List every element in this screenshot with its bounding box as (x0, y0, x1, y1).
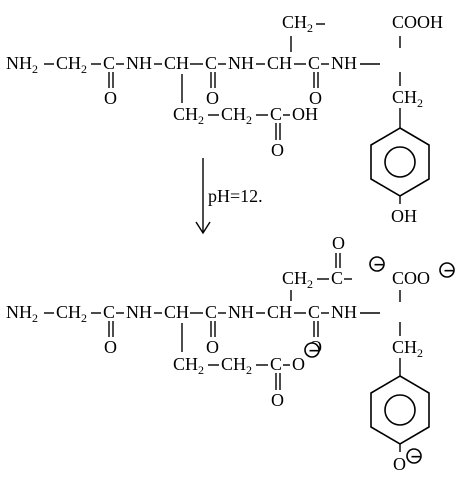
bottom-aromatic-circle (384, 394, 416, 426)
bottom-asp-carbonyl-oxygen: O (332, 233, 345, 253)
reaction-arrow: pH=12. (195, 158, 263, 235)
bottom-glu-ch2-1: CH2 (173, 354, 204, 377)
top-methylene-1: CH2 (56, 53, 87, 76)
bottom-asp-ch2: CH2 (282, 268, 313, 291)
arrow-condition-label: pH=12. (208, 186, 263, 206)
bottom-carbonyl-carbon-1: C (103, 302, 115, 322)
bottom-carbonyl-carbon-2: C (205, 302, 217, 322)
top-carbonyl-carbon-2: C (205, 53, 217, 73)
arrow-head (195, 221, 211, 235)
top-amino-group: NH2 (6, 53, 38, 76)
bottom-charge-sign: − (410, 449, 422, 465)
bottom-amino-group: NH2 (6, 302, 38, 325)
bottom-charge-sign: − (373, 257, 385, 273)
bottom-amide-nh-2: NH (228, 302, 254, 322)
bottom-methylene-1: CH2 (56, 302, 87, 325)
bottom-tyr-carboxylate: COO (392, 268, 430, 288)
bottom-alpha-carbon-2: CH (267, 302, 292, 322)
bottom-carbonyl-oxygen-2: O (206, 337, 219, 357)
product-peptide: NH2 CH2 C O NH CH C O NH CH C O NH O CH2 (6, 233, 455, 474)
top-tyr-carboxyl: COOH (392, 12, 443, 32)
top-glu-hydroxyl: OH (292, 104, 318, 124)
bottom-glu-carbonyl-oxygen: O (271, 390, 284, 410)
top-carbonyl-carbon-3: C (308, 53, 320, 73)
top-tyr-ch2: CH2 (392, 87, 423, 110)
top-amide-nh-1: NH (126, 53, 152, 73)
top-carbonyl-oxygen-3: O (309, 88, 322, 108)
top-benzene-ring (370, 127, 430, 197)
bottom-benzene-ring (370, 375, 430, 445)
bottom-carbonyl-carbon-3: C (308, 302, 320, 322)
bottom-charge-sign: − (443, 263, 455, 279)
top-amide-nh-2: NH (228, 53, 254, 73)
bottom-carbonyl-oxygen-1: O (104, 337, 117, 357)
reactant-peptide: NH2 CH2 C O NH CH C O NH CH C O NH CH2 (6, 12, 443, 226)
bottom-amide-nh-1: NH (126, 302, 152, 322)
bottom-charge-sign: − (308, 343, 320, 359)
bottom-negative-charge-tyr (406, 448, 422, 464)
bottom-glu-carboxyl-carbon: C (270, 354, 282, 374)
bottom-negative-charge-glu (304, 342, 320, 358)
top-amide-nh-3: NH (331, 53, 357, 73)
top-glu-carbonyl-oxygen: O (271, 140, 284, 160)
bottom-glu-ch2-2: CH2 (221, 354, 252, 377)
bottom-negative-charge-asp (369, 256, 385, 272)
top-aromatic-circle (384, 146, 416, 178)
top-glu-ch2-1: CH2 (173, 104, 204, 127)
top-carbonyl-carbon-1: C (103, 53, 115, 73)
top-tyr-hydroxyl: OH (391, 206, 417, 226)
top-alpha-carbon-1: CH (164, 53, 189, 73)
top-carbonyl-oxygen-1: O (104, 88, 117, 108)
bottom-amide-nh-3: NH (331, 302, 357, 322)
bottom-negative-charge-coo (439, 262, 455, 278)
top-glu-ch2-2: CH2 (221, 104, 252, 127)
top-side-chain-ch2: CH2 (282, 12, 313, 35)
top-glu-carboxyl-carbon: C (270, 104, 282, 124)
bottom-alpha-carbon-1: CH (164, 302, 189, 322)
top-carbonyl-oxygen-2: O (206, 88, 219, 108)
bottom-tyr-ch2: CH2 (392, 337, 423, 360)
bottom-tyr-phenoxide-oxygen: O (393, 454, 406, 474)
bottom-asp-carbon: C (331, 268, 343, 288)
bottom-glu-oxide: O (292, 354, 305, 374)
top-alpha-carbon-2: CH (267, 53, 292, 73)
